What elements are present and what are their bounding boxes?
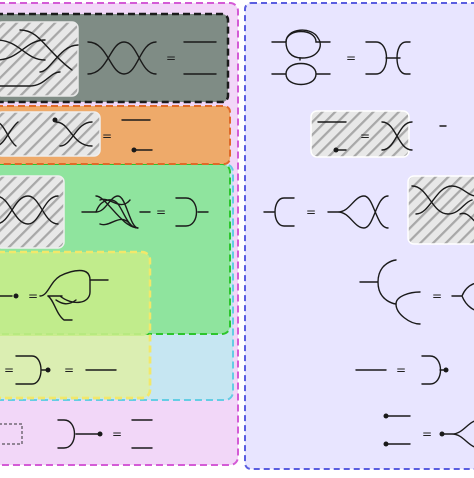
lime-fork-join [55, 299, 77, 305]
orange-crossing-left [0, 121, 19, 147]
dot-blue-cup [45, 367, 51, 373]
right-hatched-tail [459, 212, 474, 222]
equals-right-line: = [396, 363, 406, 377]
bubble-lower [271, 62, 331, 86]
equals-lime: = [28, 289, 38, 303]
hatched-box-green [0, 175, 65, 249]
double-crossing-strand-b [87, 41, 157, 75]
bubble-upper-arc [285, 30, 331, 43]
equals-right-dots: = [422, 427, 432, 441]
pink-cup [57, 419, 101, 449]
green-cap [175, 197, 209, 227]
cup-cap-pair [365, 41, 411, 75]
right-fork [451, 282, 474, 311]
dot-right-cup-end [439, 431, 445, 437]
equals-right-fork: = [432, 289, 442, 303]
equals-right-crossing: = [360, 129, 370, 143]
loop-crossing-left [81, 195, 139, 229]
equals-right-cap: = [306, 205, 316, 219]
dashed-placeholder-box [0, 423, 23, 445]
right-hatched-crossing [411, 185, 474, 215]
equals-orange: = [102, 129, 112, 143]
right-cap-left [263, 197, 295, 227]
green-hatched-strand-a [0, 195, 59, 225]
dot-right-cup [443, 367, 449, 373]
dot-right-line-bottom [383, 441, 389, 447]
diagram-strings [0, 29, 474, 449]
hatched-box-right-middle [407, 175, 474, 245]
equals-right-bubble: = [346, 51, 356, 65]
loop-crossing-lobes [99, 198, 131, 226]
lime-region-border [0, 250, 152, 400]
right-cup-end [441, 420, 474, 448]
lime-fork-lower [47, 279, 109, 321]
dot-pink-cup [97, 431, 103, 437]
equals-pink: = [112, 427, 122, 441]
dot-lime-left [13, 293, 19, 299]
equals-signs: = = = = = = = = = = = = = [4, 51, 442, 441]
braid-strand-left [0, 39, 46, 61]
braid-strand-mid [19, 29, 79, 73]
lime-fork-upper [39, 269, 91, 303]
braid-strand-bottom [0, 71, 61, 87]
dot-orange-right [131, 147, 137, 153]
orange-crossing-mid [55, 121, 93, 147]
bubble-upper [271, 29, 321, 59]
equals-blue-left: = [4, 363, 14, 377]
diagram-dots [13, 117, 449, 447]
equals-dark: = [166, 51, 176, 65]
dot-right-bottom [333, 147, 339, 153]
right-crossing [381, 121, 413, 151]
lime-green-overlap [0, 252, 150, 336]
equals-blue: = [64, 363, 74, 377]
right-panel [244, 2, 474, 470]
hatched-box-orange [0, 111, 101, 157]
dot-orange-top [52, 117, 58, 123]
tree-fork [395, 291, 421, 325]
right-cap-crossing [327, 195, 389, 229]
dot-right-line-top [383, 413, 389, 419]
double-crossing-strand-a [87, 41, 157, 75]
green-hatched-strand-b [0, 195, 59, 225]
equals-green: = [156, 205, 166, 219]
